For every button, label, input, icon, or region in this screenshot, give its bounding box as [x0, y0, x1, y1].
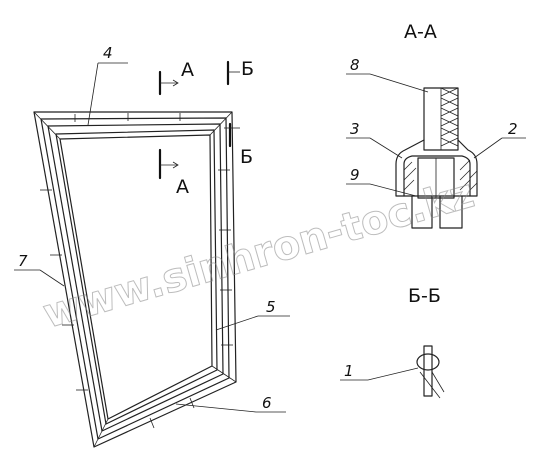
callout-9: 9 [350, 166, 360, 184]
section-aa-drawing [395, 87, 478, 229]
seal-frame [33, 111, 237, 448]
corner-joint-bottom-right [211, 365, 237, 383]
frame-inner-edge [55, 129, 218, 425]
cut-plane-b-bottom [224, 122, 240, 148]
frame-edge-2 [40, 117, 230, 440]
bb-profile-strip [423, 345, 433, 397]
leader-lines [14, 62, 526, 413]
seal-channel-inner [403, 155, 471, 197]
seal-body-hatching [403, 159, 478, 191]
callout-5: 5 [266, 298, 276, 316]
frame-tick-marks [40, 113, 233, 429]
callout-4: 4 [103, 44, 113, 62]
callout-2: 2 [508, 120, 518, 138]
section-title-aa: А-А [404, 21, 437, 43]
cut-mark-b-top-label: Б [241, 58, 254, 80]
cut-mark-b-bottom-label: Б [240, 146, 253, 168]
corner-joint-top-right [209, 111, 233, 136]
callout-3: 3 [350, 120, 360, 138]
section-title-bb: Б-Б [408, 285, 441, 307]
seal-channel-body [395, 139, 478, 197]
bb-seal-bulb [416, 353, 440, 371]
callout-8: 8 [350, 56, 360, 74]
cut-mark-a-bottom-label: А [176, 176, 189, 198]
mounting-flange-right [439, 195, 463, 229]
mounting-flange-left [411, 195, 433, 229]
cut-plane-a-bottom [158, 148, 179, 180]
corner-joint-top-left [33, 111, 61, 140]
callout-1: 1 [344, 362, 354, 380]
callout-7: 7 [18, 252, 28, 270]
watermark: www.sinhron-toc.kz [38, 171, 479, 338]
cut-plane-b-top [226, 60, 240, 86]
callout-6: 6 [262, 394, 272, 412]
corner-joint-bottom-left [93, 418, 109, 448]
cut-plane-a-top [158, 70, 179, 96]
cut-mark-a-top-label: А [181, 59, 194, 81]
seal-lip-hatching [440, 87, 459, 147]
frame-edge-3 [47, 123, 224, 432]
section-bb-drawing [416, 345, 445, 399]
